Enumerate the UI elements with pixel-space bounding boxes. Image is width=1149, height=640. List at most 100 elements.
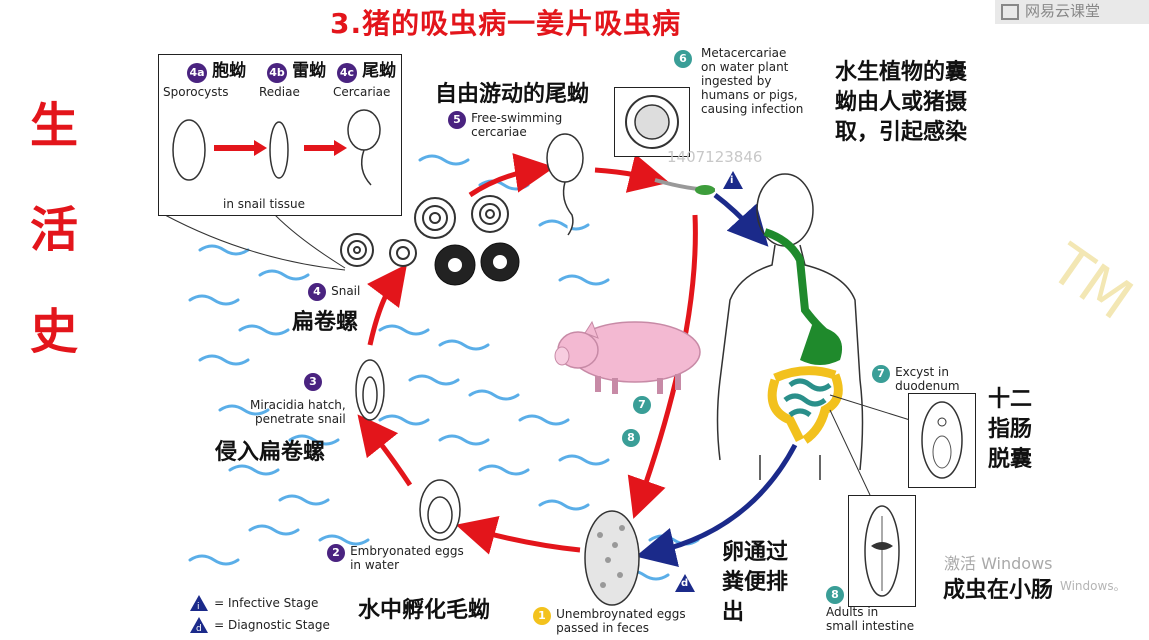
logo-text: 网易云课堂 [1025,2,1101,20]
stage-4-badge: 4 [308,283,326,301]
stage-7-cn-line2: 指肠 [988,417,1033,442]
stage-4b-badge: 4b [267,63,287,83]
stage-3-en: Miracidia hatch, penetrate snail [250,398,346,426]
stage-3-cn: 侵入扁卷螺 [215,440,326,465]
box-connector-lines [164,214,346,271]
legend-diagnostic-icon: d [190,616,208,634]
stage-6-en-line4: humans or pigs, [701,88,798,102]
adult-worm-drawing [864,505,900,597]
legend-diagnostic-glyph: d [196,624,202,634]
cycle-arrows-navy [635,193,798,567]
stage-4-en: Snail [331,284,361,298]
stage-6-en-line1: Metacercariae [701,46,787,60]
pig-stage-8-badge: 8 [622,429,640,447]
unembryonated-egg [584,510,640,606]
stage-8-label: 8 [826,583,844,604]
stage-5-en-line1: Free-swimming [471,111,563,125]
water-waves [188,154,700,581]
human-figure [716,173,864,480]
stage-6-cn-line1: 水生植物的囊 [835,60,968,85]
stage-8-en: Adults in small intestine [826,605,914,633]
stage-4-cn: 扁卷螺 [292,310,359,335]
water-plant-spoon [654,178,716,195]
legend-infective-glyph: i [197,602,200,612]
infective-marker: i [722,170,744,194]
stage-4c-header: 4c 尾蚴 [337,61,396,83]
pig-illustration [554,320,701,394]
stage-4b-en: Rediae [259,85,300,99]
stage-4b-header: 4b 雷蚴 [267,61,326,83]
logo: 网易云课堂 [995,0,1149,24]
digestive-tract [763,228,843,444]
stage-2-cn: 水中孵化毛蚴 [358,598,491,623]
diagnostic-marker-letter: d [681,578,689,589]
stage-6-en: Metacercariae on water plant ingested by… [701,46,803,116]
stage-7-en-line2: duodenum [895,379,960,393]
stage-8-en-line1: Adults in [826,605,879,619]
snail-tissue-box: 4a 胞蚴 4b 雷蚴 4c 尾蚴 Sporocysts Rediae Cerc… [158,54,402,216]
stage-7-badge: 7 [872,365,890,383]
stage-8-cn: 成虫在小肠 [943,578,1054,603]
adult-worm-box [848,495,916,607]
stage-6-badge: 6 [674,50,692,68]
stage-5-en-line2: cercariae [471,125,527,139]
diagnostic-triangle-icon [675,574,695,592]
stage-1-cn-line1: 卵通过 [722,540,789,565]
phone-watermark: 1407123846 [667,148,763,166]
free-cercaria [546,133,584,236]
legend-diagnostic: d = Diagnostic Stage [189,614,330,636]
stage-2-label: 2 Embryonated eggs in water [327,544,464,572]
side-title-char-1: 生 [30,98,79,154]
stage-3-badge: 3 [304,373,322,391]
stage-3-en-line2: penetrate snail [254,412,346,426]
diagnostic-marker: d [674,573,696,597]
stage-8-en-line2: small intestine [826,619,915,633]
stage-4a-cn: 胞蚴 [212,61,247,81]
stage-5-cn: 自由游动的尾蚴 [435,82,590,107]
windows-activation-watermark-sub: Windows。 [1060,579,1126,593]
stage-7-en-line1: Excyst in [895,365,949,379]
stage-1-badge: 1 [533,607,551,625]
stage-2-en-line1: Embryonated eggs [350,544,464,558]
stage-5-badge: 5 [448,111,466,129]
infective-triangle-icon [723,171,743,189]
stage-4-label: 4 Snail [308,280,360,301]
stage-6-cn-line3: 取，引起感染 [835,120,968,145]
excyst-drawing [921,401,963,479]
stage-4c-en: Cercariae [333,85,391,99]
embryonated-egg [419,479,461,541]
page-title: 3.猪的吸虫病一姜片吸虫病 [330,7,682,40]
stage-7-label: 7 Excyst in duodenum [872,365,960,393]
stage-2-badge: 2 [327,544,345,562]
legend-infective-icon: i [190,594,208,612]
stage-6-cn: 水生植物的囊 蚴由人或猪摄 取，引起感染 [835,58,967,148]
miracidium [355,359,385,421]
stage-4c-cn: 尾蚴 [362,61,397,81]
legend: i = Infective Stage d = Diagnostic Stage [189,592,330,636]
windows-activation-watermark: 激活 Windows [944,554,1053,573]
stage-4a-badge: 4a [187,63,207,83]
excyst-box [908,393,976,488]
metacercaria-box [614,87,690,157]
side-title-char-2: 活 [30,202,79,258]
stage-7-cn-line1: 十二 [988,387,1033,412]
snail-tissue-caption: in snail tissue [223,197,305,211]
stage-3-en-line1: Miracidia hatch, [250,398,346,412]
stage-1-cn: 卵通过 粪便排 出 [722,538,788,628]
stage-1-cn-line3: 出 [722,600,745,625]
snails-illustration [340,195,520,286]
pig-stage-7-badge: 7 [633,396,651,414]
stage-6-cn-line2: 蚴由人或猪摄 [835,90,968,115]
stage-6-en-line5: causing infection [701,102,804,116]
stage-1-en-line1: Unembroynated eggs [556,607,686,621]
stage-1-en-line2: passed in feces [556,621,649,635]
metacercaria-drawing [625,95,679,149]
legend-infective-text: = Infective Stage [214,596,319,610]
logo-icon [1001,3,1019,20]
stage-6-en-line3: ingested by [701,74,772,88]
stage-4c-badge: 4c [337,63,357,83]
stage-7-cn: 十二 指肠 脱囊 [988,385,1032,475]
stage-1-label: 1 Unembroynated eggs passed in feces [533,607,686,635]
stage-4a-header: 4a 胞蚴 [187,61,246,83]
